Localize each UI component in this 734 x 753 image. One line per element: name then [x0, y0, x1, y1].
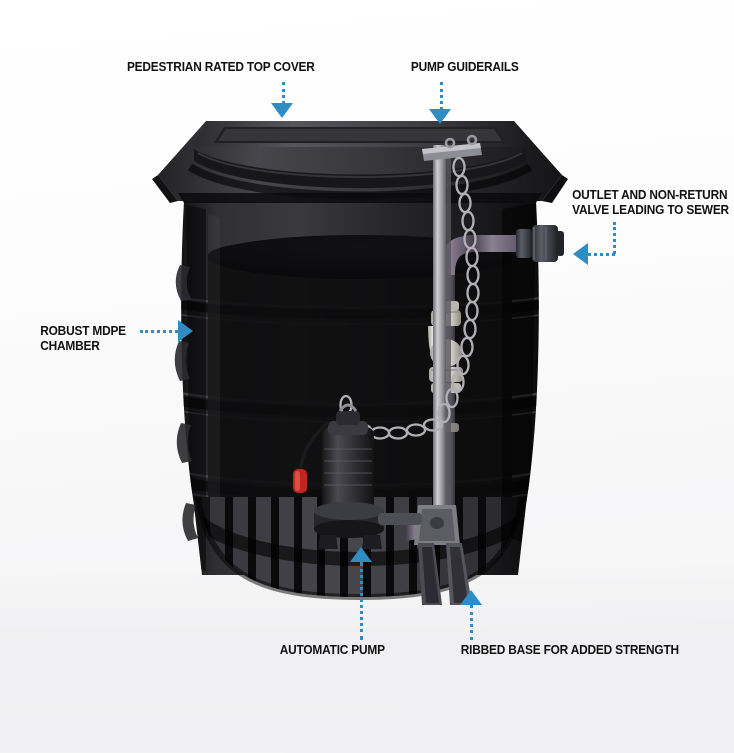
- guiderail-group: [414, 134, 482, 605]
- callout-label-outlet-valve: OUTLET AND NON-RETURN VALVE LEADING TO S…: [572, 188, 729, 217]
- callout-label-guiderails: PUMP GUIDERAILS: [410, 60, 519, 74]
- automatic-pump-group: [293, 403, 422, 549]
- top-cover-group: [152, 121, 568, 203]
- leader-line-outlet-valve-horizontal: [588, 253, 615, 256]
- arrow-up-icon-ribbed-base: [460, 590, 482, 605]
- leader-line-mdpe-chamber: [140, 330, 178, 333]
- product-illustration: [150, 105, 570, 605]
- arrow-right-icon-mdpe-chamber: [178, 320, 193, 342]
- callout-label-mdpe-chamber: ROBUST MDPE CHAMBER: [40, 324, 126, 353]
- callout-label-ribbed-base: RIBBED BASE FOR ADDED STRENGTH: [460, 643, 679, 657]
- leader-line-automatic-pump: [360, 562, 363, 640]
- outlet-connector-group: [516, 225, 564, 262]
- arrow-up-icon-automatic-pump: [350, 547, 372, 562]
- leader-line-ribbed-base: [470, 605, 473, 640]
- arrow-down-icon-guiderails: [429, 109, 451, 124]
- callout-label-top-cover: PEDESTRIAN RATED TOP COVER: [126, 60, 315, 74]
- callout-label-automatic-pump: AUTOMATIC PUMP: [279, 643, 385, 657]
- leader-line-outlet-valve-vertical: [613, 222, 616, 254]
- leader-line-guiderails: [440, 82, 443, 110]
- leader-line-top-cover: [282, 82, 285, 104]
- arrow-left-icon-outlet-valve: [573, 243, 588, 265]
- arrow-down-icon-top-cover: [271, 103, 293, 118]
